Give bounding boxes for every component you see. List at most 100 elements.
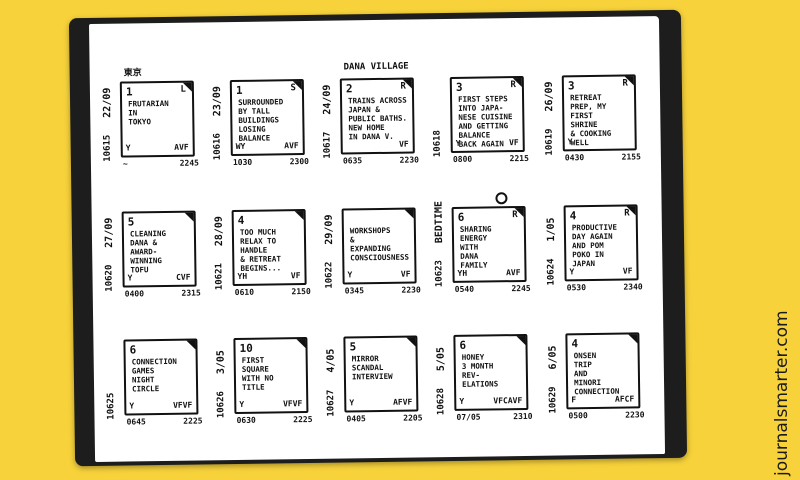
wake-time: 1030 <box>232 157 253 168</box>
entry-date <box>432 73 445 113</box>
sleep-time: 2205 <box>403 413 423 423</box>
entry-date: 27/09 <box>103 217 116 248</box>
sleep-time: 2230 <box>401 285 421 295</box>
entry-bottom-left-code: Y <box>127 273 133 283</box>
entry-date: 22/09 <box>101 87 114 118</box>
entry-number: 4 <box>571 337 579 351</box>
entry-id: 10627 <box>326 389 337 417</box>
sleep-time: 2225 <box>183 416 203 426</box>
entry-number: 1 <box>235 83 243 97</box>
sleep-time: 2215 <box>509 153 529 164</box>
entry-times: ~2245 <box>123 158 199 168</box>
entry-id: 10624 <box>546 258 557 286</box>
sleep-time: 2230 <box>625 410 645 420</box>
entry-number: 6 <box>457 210 465 224</box>
entry-date: 3/05 <box>215 350 227 375</box>
wake-time: 0540 <box>454 284 475 294</box>
wake-time: 0345 <box>344 286 365 296</box>
entry-id: 10623 <box>434 259 445 288</box>
entry-bottom-right-code: VF <box>290 271 301 281</box>
entry-id: 10625 <box>106 392 117 420</box>
entry-number: 4 <box>569 209 577 223</box>
corner-triangle-icon <box>294 211 304 221</box>
sleep-time: 2310 <box>513 411 533 422</box>
entry-date: 23/09 <box>211 86 224 117</box>
wake-time: 0800 <box>452 154 473 164</box>
entry-bottom-left-code: Y <box>459 396 465 406</box>
entry-bottom-right-code: CVF <box>176 272 191 282</box>
entry-id: 10629 <box>548 386 559 414</box>
corner-triangle-icon <box>404 209 414 219</box>
entry-bottom-left-code: Y <box>569 267 575 277</box>
entry-bottom-right-code: AVF <box>284 141 299 151</box>
entry-bottom-right-code: AVF <box>505 268 521 278</box>
entry-bottom-left-code: F <box>571 395 577 405</box>
entry-bottom-right-code: AVF <box>174 142 189 152</box>
entry-bottom-right-code: VF <box>508 138 519 148</box>
entry-bottom-left-code: Y <box>125 143 131 153</box>
entry-date <box>105 336 118 376</box>
entry-date: 29/09 <box>323 214 336 245</box>
entry-bottom-left-code: WY <box>235 141 246 151</box>
entry-bottom-left-code: Y <box>567 137 573 147</box>
sleep-time: 2340 <box>623 282 643 292</box>
sleep-time: 2150 <box>291 286 311 297</box>
circle-icon <box>495 192 508 205</box>
entry-times: 0610 2150 <box>235 287 311 297</box>
sleep-time: 2230 <box>399 155 419 165</box>
entry-id: 10620 <box>104 264 115 292</box>
corner-triangle-icon <box>628 334 638 344</box>
entry-id: 10617 <box>322 131 333 159</box>
entry-letter: R <box>622 78 628 89</box>
entry-number: 3 <box>455 80 463 94</box>
entry-bottom-left-code: Y <box>129 401 135 411</box>
entry-text: ONSEN TRIP AND MINORI CONNECTION <box>573 350 620 397</box>
entry-bottom-right-code: VFVF <box>172 400 193 410</box>
entry-times: 0345 2230 <box>345 285 421 295</box>
corner-triangle-icon <box>516 335 526 346</box>
entry-letter: L <box>180 84 186 95</box>
entry-number: 5 <box>349 340 357 354</box>
entry-date: 1/05 <box>545 217 558 242</box>
entry-letter: R <box>624 208 630 219</box>
entry-id: 10618 <box>432 129 443 158</box>
sleep-time: 2155 <box>621 152 641 162</box>
corner-triangle-icon <box>184 212 194 222</box>
wake-time: 0400 <box>124 289 145 299</box>
entry-text: CONNECTION GAMES NIGHT CIRCLE <box>131 356 177 394</box>
wake-time: 07/05 <box>456 412 481 422</box>
entry-text: WORKSHOPS & EXPANDING CONSCIOUSNESS <box>349 225 410 263</box>
entry-date: 24/09 <box>321 84 334 115</box>
wake-time: 0610 <box>234 287 255 298</box>
entry-id: 10616 <box>212 133 223 161</box>
sleep-time: 2225 <box>293 414 313 425</box>
entry-bottom-right-code: VFVF <box>282 399 303 409</box>
entry-id: 10626 <box>216 391 227 419</box>
entry-number: 6 <box>459 338 467 352</box>
